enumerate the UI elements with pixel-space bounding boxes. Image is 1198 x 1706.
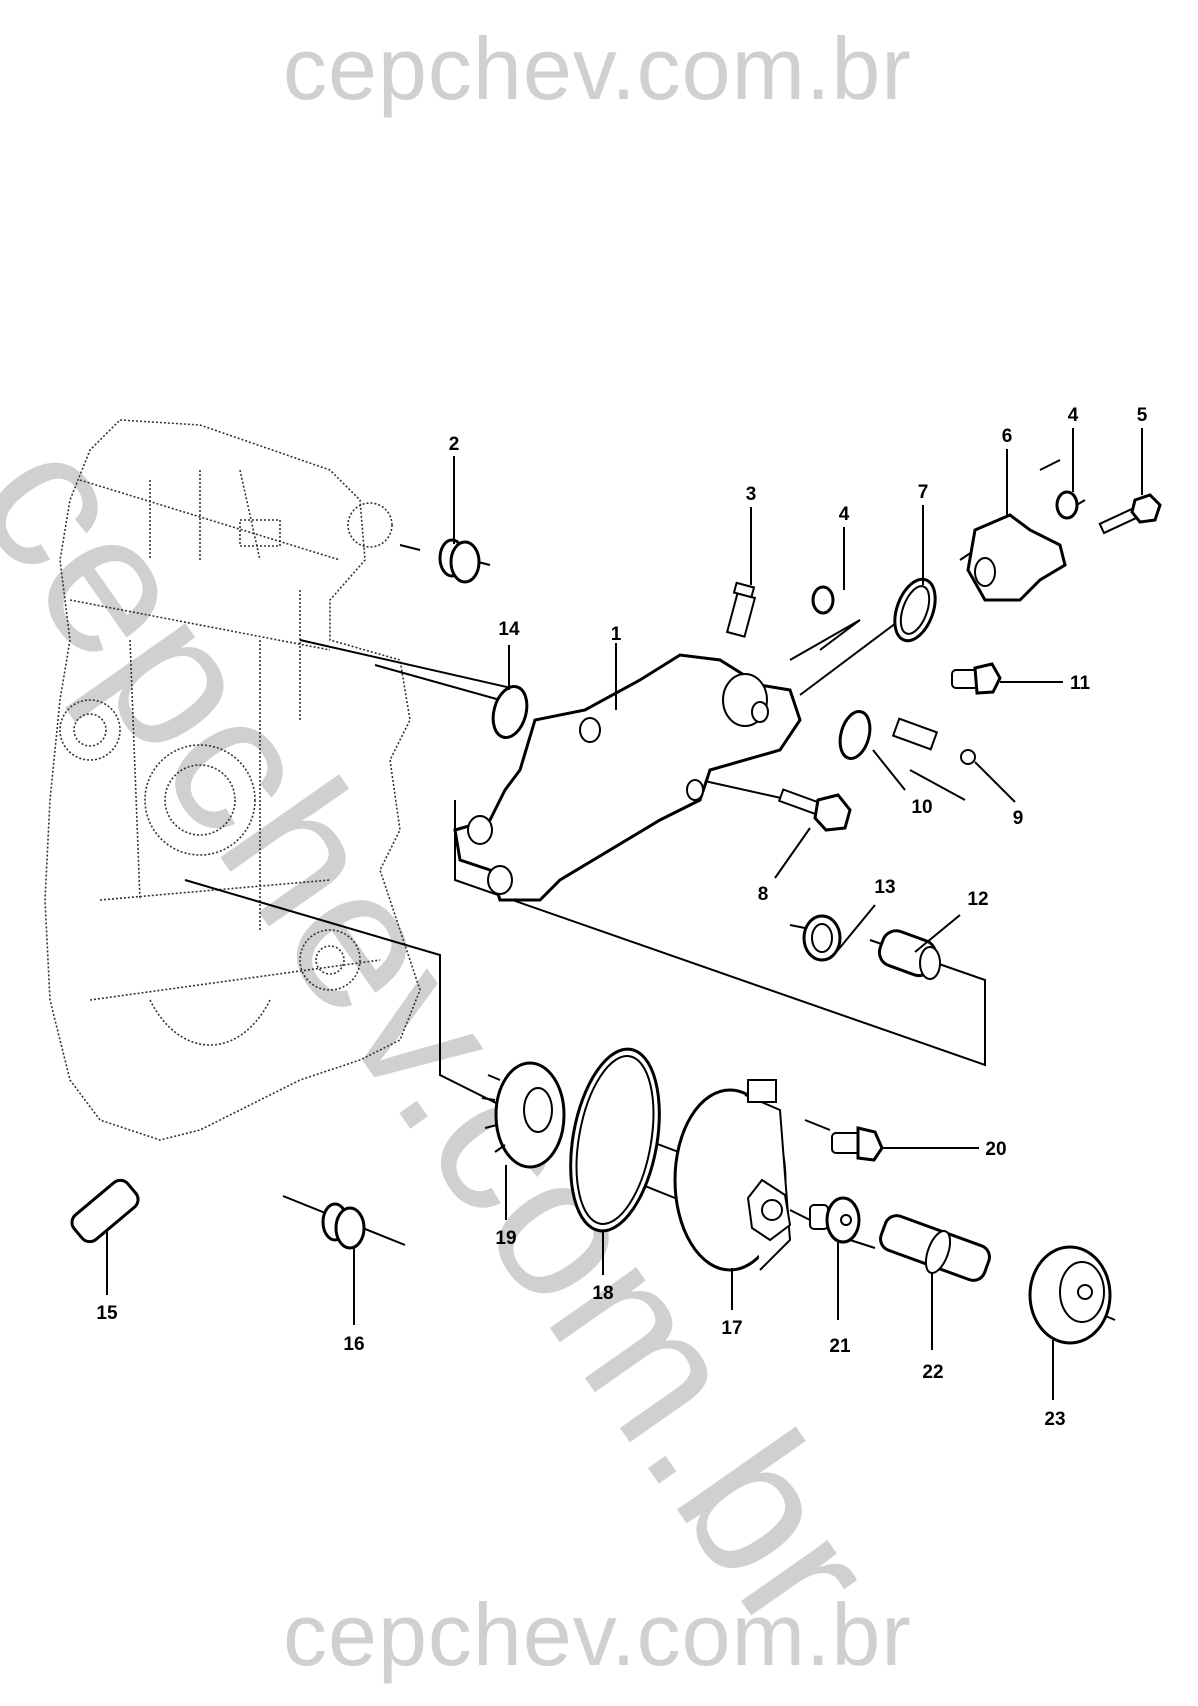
callout-3: 3	[746, 484, 757, 505]
callout-23: 23	[1044, 1409, 1065, 1430]
callout-1: 1	[611, 624, 622, 645]
callout-15: 15	[96, 1303, 118, 1324]
callout-10: 10	[911, 797, 932, 818]
callout-12: 12	[967, 889, 988, 910]
part-4-cap	[811, 490, 1079, 615]
part-1-housing	[453, 653, 802, 902]
callout-16: 16	[343, 1334, 364, 1355]
part-16-plug	[321, 1202, 366, 1250]
callout-2: 2	[449, 434, 460, 455]
callout-21: 21	[829, 1336, 851, 1357]
part-2-plug	[438, 538, 481, 584]
callout-4b: 4	[1068, 405, 1079, 426]
part-6-thermostat-housing	[966, 513, 1067, 602]
part-12-sleeve	[877, 929, 941, 980]
part-22-shaft	[879, 1214, 991, 1282]
part-23-sprocket	[1028, 1245, 1112, 1345]
callout-8: 8	[758, 884, 769, 905]
callout-19: 19	[495, 1228, 516, 1249]
part-3-sensor	[725, 581, 757, 638]
part-9-sender	[891, 717, 976, 765]
part-21-bushing	[809, 1196, 861, 1244]
callout-4a: 4	[839, 504, 850, 525]
watermark-bottom: cepchev.com.br	[283, 1585, 912, 1684]
callout-6: 6	[1002, 426, 1013, 447]
callout-22: 22	[922, 1362, 943, 1383]
engine-block	[44, 419, 421, 1141]
part-7-seal-ring	[893, 577, 937, 643]
callout-5: 5	[1137, 405, 1148, 426]
part-15-dowel	[70, 1178, 140, 1244]
part-17-water-pump	[673, 1079, 792, 1272]
callout-18: 18	[592, 1283, 613, 1304]
part-5-bolt	[1098, 493, 1162, 535]
callout-20: 20	[985, 1139, 1006, 1160]
callout-11: 11	[1070, 673, 1091, 694]
part-14-ring	[491, 685, 529, 739]
part-20-bolt	[831, 1126, 884, 1162]
callout-13: 13	[874, 877, 895, 898]
callout-labels: 1 2 3 4 4 5 6 7 8 9 10 11 12 13 14 15 16…	[96, 405, 1147, 1430]
part-13-clamp	[802, 914, 842, 962]
callout-17: 17	[721, 1318, 742, 1339]
part-11-bolt	[951, 662, 1002, 695]
part-18-gasket	[569, 1047, 661, 1233]
callout-leaders	[106, 428, 1143, 1400]
part-8-bolt	[777, 788, 852, 832]
part-19-impeller	[481, 1061, 566, 1169]
watermark-top: cepchev.com.br	[283, 19, 912, 118]
callout-7: 7	[918, 482, 929, 503]
part-10-seal	[838, 710, 872, 760]
callout-9: 9	[1013, 808, 1024, 829]
callout-14: 14	[498, 619, 520, 640]
